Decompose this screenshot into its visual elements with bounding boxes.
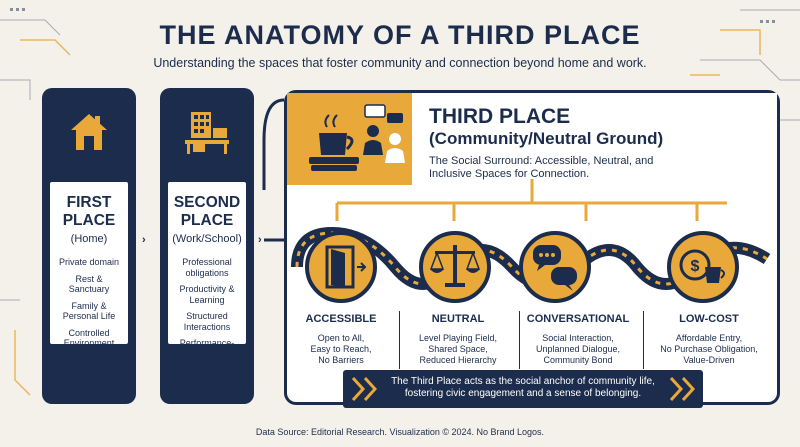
quality-desc-line: Shared Space,	[428, 344, 488, 354]
quality-title: CONVERSATIONAL	[526, 313, 630, 325]
second-place-column: SECOND PLACE (Work/School) Professional …	[160, 88, 254, 404]
divider	[399, 311, 400, 369]
quality-desc-line: Affordable Entry,	[675, 333, 743, 343]
quality-low-cost: LOW-COST Affordable Entry, No Purchase O…	[647, 313, 771, 366]
list-item: Controlled Environment	[63, 327, 115, 349]
office-desk-icon	[160, 110, 254, 156]
quality-desc-line: No Barriers	[318, 355, 364, 365]
quality-neutral: NEUTRAL Level Playing Field, Shared Spac…	[402, 313, 514, 366]
divider	[519, 311, 520, 369]
first-place-column: FIRST PLACE (Home) Private domain Rest &…	[42, 88, 136, 404]
quality-desc-line: Unplanned Dialogue,	[535, 344, 621, 354]
second-place-subtitle: (Work/School)	[172, 233, 242, 245]
quality-description: Level Playing Field, Shared Space, Reduc…	[402, 333, 514, 366]
quality-title: LOW-COST	[679, 313, 739, 325]
quality-desc-line: Easy to Reach,	[310, 344, 372, 354]
divider	[643, 311, 644, 369]
page-title: THE ANATOMY OF A THIRD PLACE	[159, 20, 641, 50]
third-place-title: THIRD PLACE	[429, 105, 571, 128]
third-place-title-sub: (Community/Neutral Ground)	[429, 129, 664, 148]
first-place-subtitle: (Home)	[70, 233, 108, 245]
list-item: Productivity & Learning	[179, 284, 235, 305]
quality-description: Social Interaction, Unplanned Dialogue, …	[522, 333, 634, 366]
list-item: Private domain	[58, 257, 120, 267]
summary-banner: The Third Place acts as the social ancho…	[343, 370, 703, 408]
chevron-decoration	[669, 376, 696, 402]
third-place-panel: THIRD PLACE (Community/Neutral Ground) T…	[284, 90, 780, 405]
coffee-conversation-icon	[307, 103, 407, 180]
quality-title: ACCESSIBLE	[305, 313, 377, 325]
list-item: Professional obligations	[182, 257, 232, 278]
chevron-decoration	[351, 376, 378, 402]
quality-desc-line: Community Bond	[543, 355, 613, 365]
quality-desc-line: No Purchase Obligation,	[660, 344, 758, 354]
quality-desc-line: Value-Driven	[683, 355, 735, 365]
banner-line: fostering civic engagement and a sense o…	[404, 388, 642, 399]
third-place-header: THIRD PLACE (Community/Neutral Ground) T…	[287, 93, 777, 185]
quality-desc-line: Open to All,	[317, 333, 365, 343]
quality-desc-line: Social Interaction,	[542, 333, 614, 343]
quality-title: NEUTRAL	[431, 313, 485, 325]
data-source-footer: Data Source: Editorial Research. Visuali…	[255, 427, 545, 437]
list-item: Structured Interactions	[183, 311, 231, 332]
quality-accessible: ACCESSIBLE Open to All, Easy to Reach, N…	[285, 313, 397, 366]
svg-text:$: $	[691, 258, 700, 275]
speech-bubbles-icon	[519, 231, 591, 303]
quality-conversational: CONVERSATIONAL Social Interaction, Unpla…	[522, 313, 634, 366]
list-item: Rest & Sanctuary	[68, 273, 110, 295]
open-door-icon	[305, 231, 377, 303]
list-item: Family & Personal Life	[62, 300, 116, 322]
third-place-description: The Social Surround: Accessible, Neutral…	[429, 155, 654, 180]
second-place-title: SECOND PLACE	[173, 194, 241, 229]
chevron-right-icon: ›	[142, 234, 146, 246]
house-icon	[42, 110, 136, 154]
quality-description: Affordable Entry, No Purchase Obligation…	[647, 333, 771, 366]
page-subtitle: Understanding the spaces that foster com…	[153, 56, 647, 70]
quality-description: Open to All, Easy to Reach, No Barriers	[285, 333, 397, 366]
coin-coffee-icon: $	[667, 231, 739, 303]
list-item: Performance-Driven	[179, 338, 235, 359]
quality-desc-line: Reduced Hierarchy	[419, 355, 497, 365]
banner-line: The Third Place acts as the social ancho…	[391, 376, 655, 387]
banner-text: The Third Place acts as the social ancho…	[343, 376, 703, 400]
first-place-title: FIRST PLACE	[62, 194, 116, 229]
quality-desc-line: Level Playing Field,	[418, 333, 498, 343]
scales-icon	[419, 231, 491, 303]
chevron-right-icon: ›	[258, 234, 262, 246]
